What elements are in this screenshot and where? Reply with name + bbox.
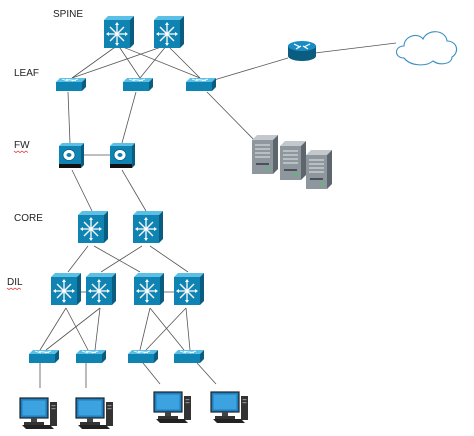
server-group [251, 134, 333, 190]
access-switch-1-icon [28, 349, 60, 364]
links [39, 42, 397, 388]
firewalls [58, 142, 136, 169]
core-switch-2-icon [132, 210, 164, 244]
tier-label-dil: DIL [7, 277, 23, 288]
core-switches [77, 210, 164, 244]
leaf-switch-3-icon [185, 77, 217, 92]
tier-label-core: CORE [14, 213, 43, 224]
leaf-switch-1-icon [55, 77, 87, 92]
pc-2-icon [75, 397, 114, 430]
pc-4-icon [210, 391, 249, 424]
server-3-icon [305, 149, 333, 190]
tier-label-spine: SPINE [53, 9, 83, 20]
spine-switch-2-icon [153, 15, 185, 49]
firewall-1-icon [58, 142, 85, 169]
router-icon [288, 41, 316, 61]
workstations [19, 391, 249, 430]
server-1-icon [251, 134, 279, 175]
access-switch-3-icon [127, 349, 159, 364]
spine-switches [103, 15, 185, 49]
server-2-icon [279, 140, 307, 181]
tier-label-leaf: LEAF [14, 68, 39, 79]
dil-switch-2-icon [85, 272, 117, 306]
cloud-icon [395, 31, 458, 66]
core-switch-1-icon [77, 210, 109, 244]
spellcheck-underline-fw [13, 150, 29, 153]
dil-switch-3-icon [133, 272, 165, 306]
access-switch-2-icon [75, 349, 107, 364]
access-switches [28, 349, 205, 364]
leaf-switches [55, 77, 217, 92]
spine-switch-1-icon [103, 15, 135, 49]
leaf-switch-2-icon [122, 77, 154, 92]
dil-switches [50, 272, 205, 306]
spellcheck-underline-dil [6, 287, 22, 290]
dil-switch-1-icon [50, 272, 82, 306]
firewall-2-icon [109, 142, 136, 169]
pc-1-icon [19, 397, 58, 430]
access-switch-4-icon [173, 349, 205, 364]
dil-switch-4-icon [173, 272, 205, 306]
tier-labels: SPINE LEAF FW CORE DIL [6, 9, 83, 290]
tier-label-fw: FW [14, 140, 30, 151]
pc-3-icon [153, 391, 192, 424]
